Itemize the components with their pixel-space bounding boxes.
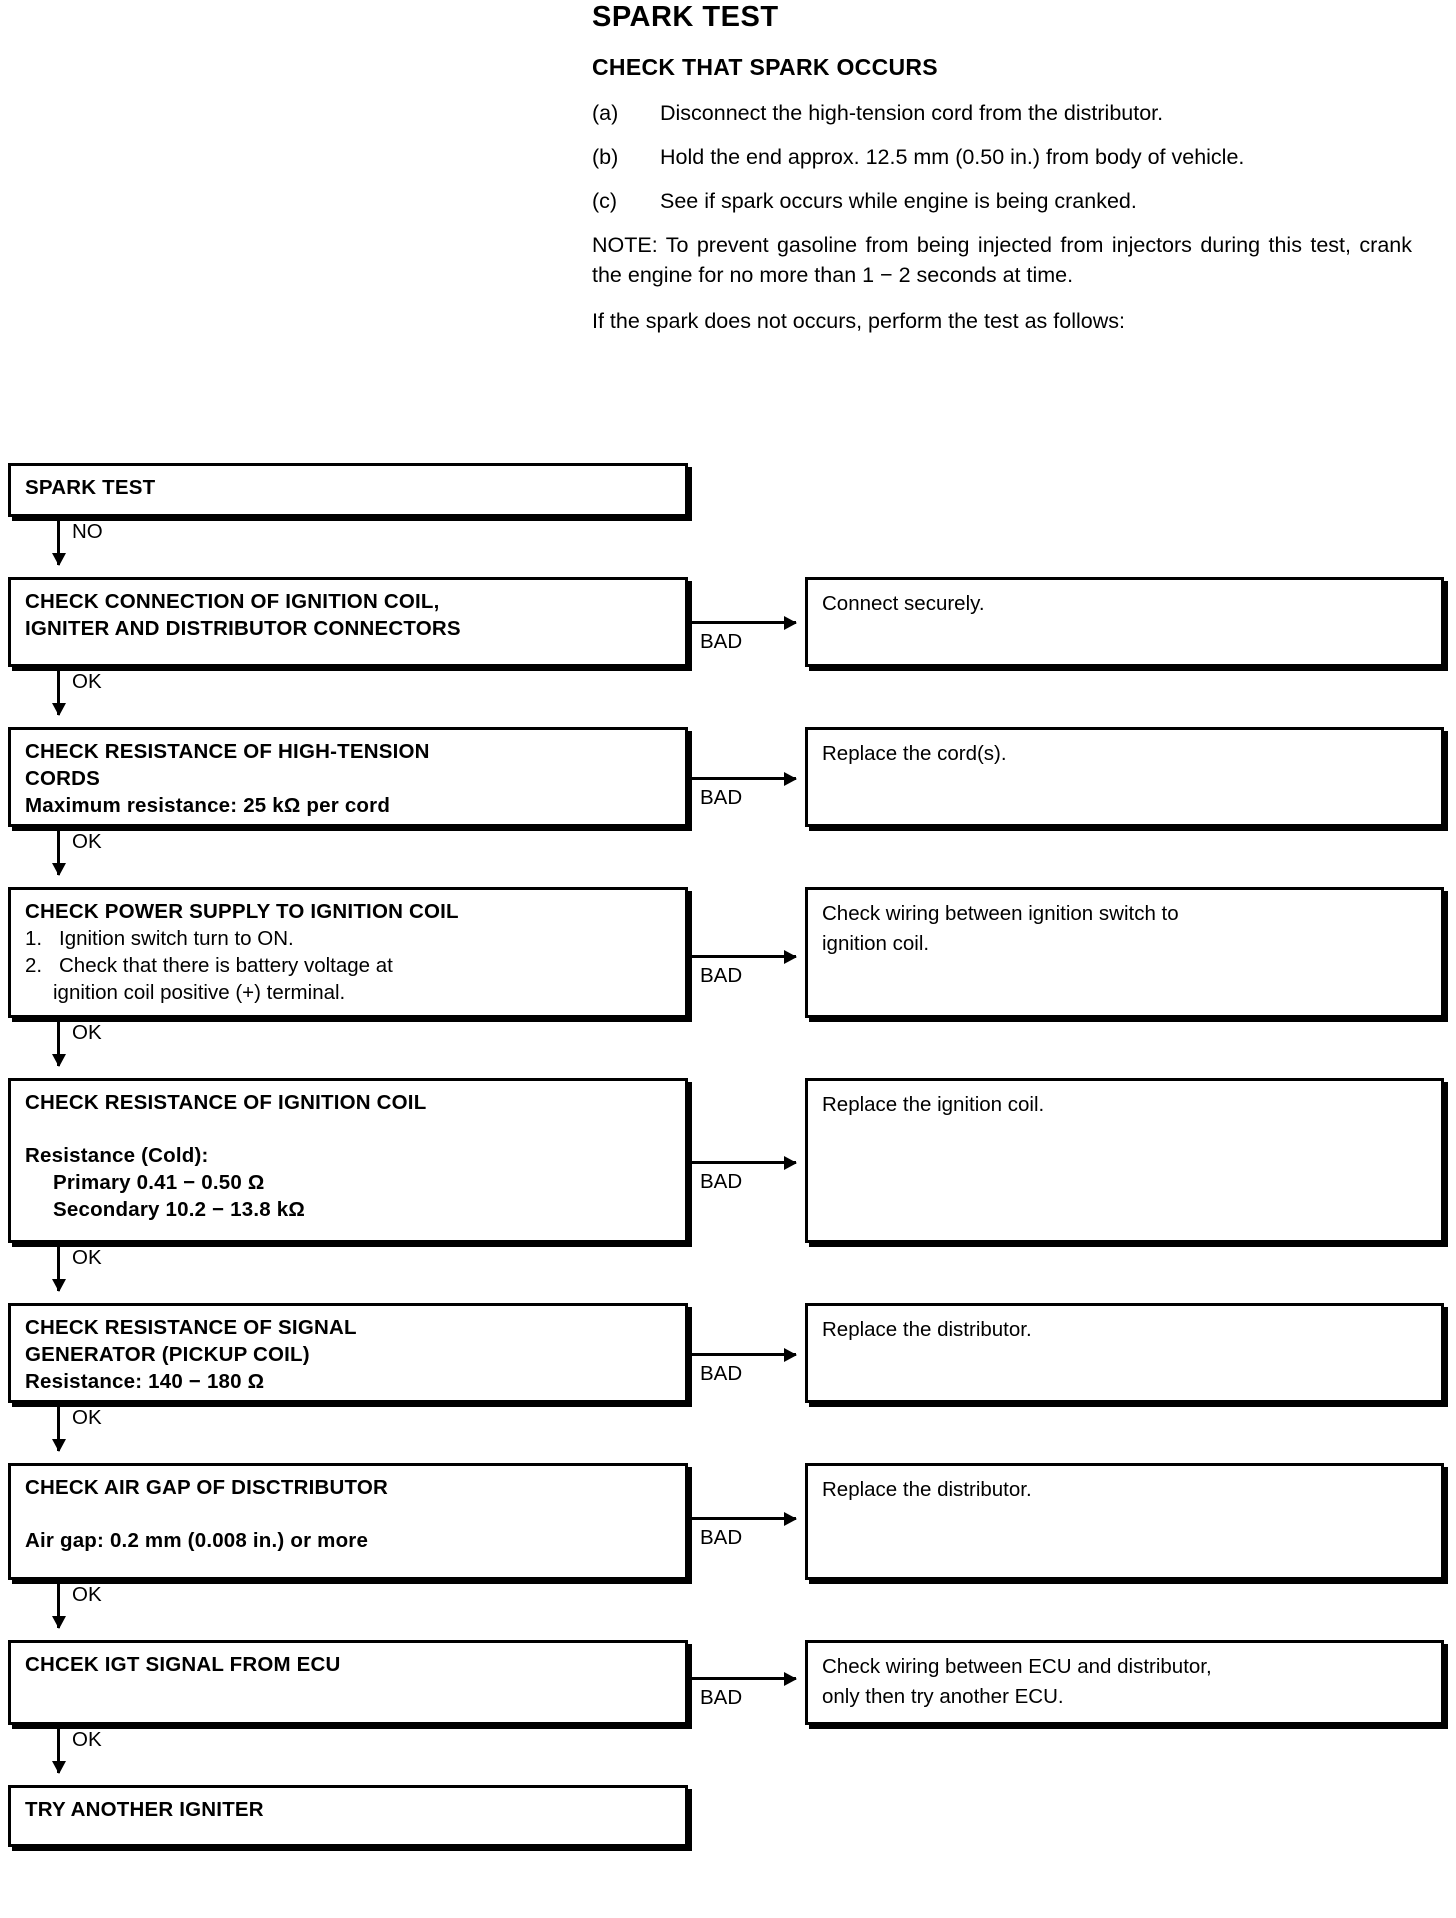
flow-result-line: Check wiring between ECU and distributor… [822, 1655, 1212, 1678]
edge-label-bad: BAD [700, 786, 743, 809]
flow-node-check-igt-signal[interactable]: CHCEK IGT SIGNAL FROM ECU [8, 1640, 688, 1725]
flow-node-title: CHECK RESISTANCE OF SIGNAL [25, 1316, 357, 1339]
flow-result-connect-securely[interactable]: Connect securely. [805, 577, 1444, 667]
connector-bad-arrow [688, 1347, 797, 1362]
edge-label-ok: OK [72, 830, 102, 853]
procedure-step-a: (a) Disconnect the high-tension cord fro… [592, 98, 1412, 128]
flow-node-title: CHECK RESISTANCE OF IGNITION COIL [25, 1091, 427, 1114]
flow-node-substep: 1. Ignition switch turn to ON. [25, 925, 685, 952]
edge-label-ok: OK [72, 1728, 102, 1751]
substep-text: Ignition switch turn to ON. [59, 927, 294, 950]
connector-ok-arrow [51, 667, 66, 716]
flow-node-spec-primary: Primary 0.41 − 0.50 Ω [53, 1171, 265, 1194]
flow-result-line: Replace the distributor. [822, 1478, 1032, 1501]
flow-node-title: CHECK AIR GAP OF DISCTRIBUTOR [25, 1476, 389, 1499]
edge-label-ok: OK [72, 670, 102, 693]
connector-bad-arrow [688, 949, 797, 964]
connector-ok-arrow [51, 1243, 66, 1292]
substep-number: 1. [25, 927, 43, 950]
flow-result-line: only then try another ECU. [822, 1685, 1064, 1708]
flow-node-spec-label: Resistance (Cold): [25, 1144, 209, 1167]
flow-node-spec: Maximum resistance: 25 kΩ per cord [25, 794, 391, 817]
flow-result-line: ignition coil. [822, 932, 930, 955]
flow-result-replace-distributor-2[interactable]: Replace the distributor. [805, 1463, 1444, 1580]
step-text-b: Hold the end approx. 12.5 mm (0.50 in.) … [660, 145, 1245, 169]
flow-node-check-air-gap[interactable]: CHECK AIR GAP OF DISCTRIBUTOR Air gap: 0… [8, 1463, 688, 1580]
flow-result-check-wiring-ignition-switch[interactable]: Check wiring between ignition switch to … [805, 887, 1444, 1018]
flow-node-title: CHECK CONNECTION OF IGNITION COIL, [25, 590, 440, 613]
flow-result-replace-cords[interactable]: Replace the cord(s). [805, 727, 1444, 827]
flow-node-line: CORDS [25, 767, 101, 790]
connector-ok-arrow [51, 1580, 66, 1629]
step-marker-a: (a) [592, 101, 619, 125]
edge-label-ok: OK [72, 1246, 102, 1269]
flow-node-title: CHECK RESISTANCE OF HIGH-TENSION [25, 740, 430, 763]
flow-node-check-high-tension-cords[interactable]: CHECK RESISTANCE OF HIGH-TENSION CORDS M… [8, 727, 688, 827]
flow-node-spec-secondary: Secondary 10.2 − 13.8 kΩ [53, 1198, 306, 1221]
edge-label-bad: BAD [700, 1362, 743, 1385]
procedure-step-b: (b) Hold the end approx. 12.5 mm (0.50 i… [592, 142, 1412, 172]
connector-bad-arrow [688, 1155, 797, 1170]
connector-no-arrow [51, 517, 66, 566]
edge-label-ok: OK [72, 1406, 102, 1429]
flow-node-title: SPARK TEST [25, 476, 156, 499]
flow-node-line: GENERATOR (PICKUP COIL) [25, 1343, 310, 1366]
connector-ok-arrow [51, 1018, 66, 1067]
spacer [25, 1116, 685, 1142]
flow-result-replace-distributor-1[interactable]: Replace the distributor. [805, 1303, 1444, 1403]
edge-label-ok: OK [72, 1583, 102, 1606]
connector-ok-arrow [51, 1725, 66, 1774]
flow-node-try-another-igniter[interactable]: TRY ANOTHER IGNITER [8, 1785, 688, 1847]
edge-label-bad: BAD [700, 1686, 743, 1709]
flow-result-check-wiring-ecu[interactable]: Check wiring between ECU and distributor… [805, 1640, 1444, 1725]
flow-result-line: Replace the distributor. [822, 1318, 1032, 1341]
edge-label-no: NO [72, 520, 103, 543]
note-paragraph: NOTE: To prevent gasoline from being inj… [592, 233, 1412, 287]
page-title: SPARK TEST [592, 1, 779, 33]
flow-result-line: Check wiring between ignition switch to [822, 902, 1179, 925]
substep-number: 2. [25, 954, 43, 977]
flow-node-title: CHECK POWER SUPPLY TO IGNITION COIL [25, 900, 459, 923]
flow-result-line: Replace the cord(s). [822, 742, 1007, 765]
substep-text-cont: ignition coil positive (+) terminal. [53, 981, 346, 1004]
flow-node-check-connection[interactable]: CHECK CONNECTION OF IGNITION COIL, IGNIT… [8, 577, 688, 667]
flow-node-title: CHCEK IGT SIGNAL FROM ECU [25, 1653, 341, 1676]
substep-text: Check that there is battery voltage at [59, 954, 393, 977]
connector-bad-arrow [688, 771, 797, 786]
flow-node-substep: 2. Check that there is battery voltage a… [25, 952, 685, 979]
step-text-a: Disconnect the high-tension cord from th… [660, 101, 1164, 125]
step-marker-c: (c) [592, 189, 618, 213]
flow-result-line: Connect securely. [822, 592, 985, 615]
spacer [25, 1501, 685, 1527]
flow-node-check-ignition-coil-resistance[interactable]: CHECK RESISTANCE OF IGNITION COIL Resist… [8, 1078, 688, 1243]
connector-ok-arrow [51, 827, 66, 876]
connector-bad-arrow [688, 615, 797, 630]
step-marker-b: (b) [592, 145, 619, 169]
step-text-c: See if spark occurs while engine is bein… [660, 189, 1137, 213]
flow-node-check-power-supply[interactable]: CHECK POWER SUPPLY TO IGNITION COIL 1. I… [8, 887, 688, 1018]
flow-result-replace-ignition-coil[interactable]: Replace the ignition coil. [805, 1078, 1444, 1243]
flow-result-line: Replace the ignition coil. [822, 1093, 1045, 1116]
connector-bad-arrow [688, 1671, 797, 1686]
edge-label-bad: BAD [700, 1170, 743, 1193]
edge-label-ok: OK [72, 1021, 102, 1044]
connector-ok-arrow [51, 1403, 66, 1452]
flow-node-title: TRY ANOTHER IGNITER [25, 1798, 264, 1821]
section-title: CHECK THAT SPARK OCCURS [592, 54, 938, 80]
connector-bad-arrow [688, 1511, 797, 1526]
procedure-step-c: (c) See if spark occurs while engine is … [592, 186, 1412, 216]
flow-node-spec: Resistance: 140 − 180 Ω [25, 1370, 265, 1393]
flow-node-line: IGNITER AND DISTRIBUTOR CONNECTORS [25, 617, 461, 640]
followup-paragraph: If the spark does not occurs, perform th… [592, 309, 1125, 333]
flow-node-spark-test[interactable]: SPARK TEST [8, 463, 688, 517]
edge-label-bad: BAD [700, 1526, 743, 1549]
flow-node-spec: Air gap: 0.2 mm (0.008 in.) or more [25, 1529, 369, 1552]
flow-node-check-signal-generator[interactable]: CHECK RESISTANCE OF SIGNAL GENERATOR (PI… [8, 1303, 688, 1403]
edge-label-bad: BAD [700, 630, 743, 653]
edge-label-bad: BAD [700, 964, 743, 987]
header-text-column: SPARK TEST CHECK THAT SPARK OCCURS (a) D… [592, 0, 1412, 336]
